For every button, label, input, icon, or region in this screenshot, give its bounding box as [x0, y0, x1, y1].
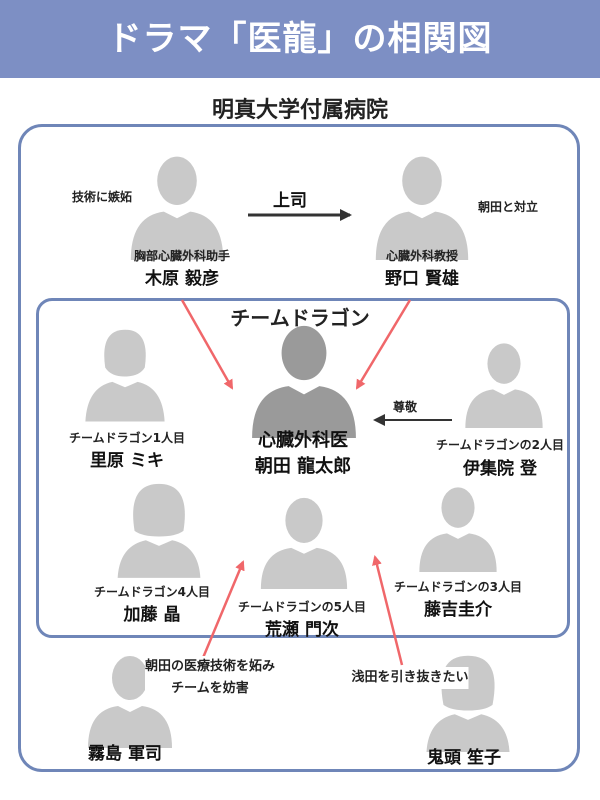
note-kihara: 技術に嫉妬: [71, 190, 133, 204]
role-kato: チームドラゴン4人目: [94, 585, 210, 599]
team-frame: [36, 298, 570, 638]
silhouette-asada-icon: [252, 325, 356, 438]
silhouette-noguchi-icon: [375, 156, 469, 260]
arrow-kito-to-team: [372, 555, 404, 666]
arrow-noguchi-to-asada: [355, 299, 412, 390]
name-ijuin: 伊集院 登: [463, 459, 537, 479]
name-kirishima: 霧島 軍司: [88, 744, 162, 764]
arrow-kihara-to-asada: [180, 299, 234, 390]
name-fujiyoshi: 藤吉圭介: [424, 600, 492, 620]
note-kirishima-line2: チームを妨害: [171, 681, 249, 696]
role-fujiyoshi: チームドラゴンの3人目: [394, 580, 522, 594]
name-arase: 荒瀬 門次: [265, 620, 339, 640]
role-asada: 心臓外科医: [258, 430, 348, 451]
diagram-title: ドラマ「医龍」の相関図: [107, 19, 493, 59]
silhouette-arase-icon: [260, 497, 348, 589]
note-kirishima: 朝田の医療技術を妬み チームを妨害: [144, 656, 276, 700]
role-ijuin: チームドラゴンの2人目: [436, 438, 564, 452]
note-kirishima-line1: 朝田の医療技術を妬み: [144, 659, 276, 674]
relation-respect: 尊敬: [392, 400, 418, 414]
relation-boss: 上司: [273, 191, 307, 211]
name-kito: 鬼頭 笙子: [427, 748, 501, 768]
role-arase: チームドラゴンの5人目: [238, 600, 366, 614]
name-satohara: 里原 ミキ: [90, 451, 164, 471]
hospital-name: 明真大学付属病院: [211, 98, 388, 123]
silhouette-fujiyoshi-icon: [419, 487, 497, 572]
role-noguchi: 心臓外科教授: [385, 249, 459, 263]
header-banner: [0, 0, 600, 78]
note-noguchi: 朝田と対立: [477, 200, 539, 214]
name-noguchi: 野口 賢雄: [385, 269, 459, 289]
silhouette-kato-icon: [117, 483, 201, 578]
name-asada: 朝田 龍太郎: [254, 456, 352, 477]
hospital-frame: [18, 124, 580, 772]
silhouette-kirishima-icon: [88, 656, 172, 748]
silhouette-ijuin-icon: [465, 343, 543, 428]
silhouette-kihara-icon: [130, 156, 224, 260]
silhouette-satohara-icon: [85, 329, 165, 422]
arrow-kirishima-to-team: [198, 560, 245, 666]
role-satohara: チームドラゴン1人目: [69, 431, 185, 445]
name-kato: 加藤 晶: [123, 605, 181, 625]
name-kihara: 木原 毅彦: [145, 269, 219, 289]
note-kito: 浅田を引き抜きたい: [351, 667, 469, 689]
role-kihara: 胸部心臓外科助手: [133, 249, 231, 263]
team-title: チームドラゴン: [230, 306, 370, 330]
